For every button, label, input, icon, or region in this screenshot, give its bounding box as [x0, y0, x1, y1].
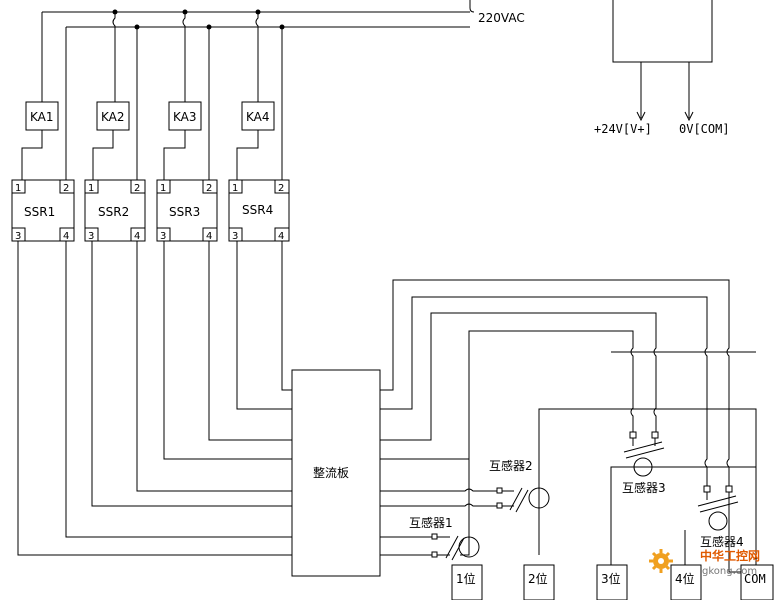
watermark: 中华工控网 gkong.com: [649, 548, 760, 577]
transformer-label: 互感器2: [489, 458, 533, 473]
rectifier-board: 整流板: [291, 369, 381, 577]
ssr-pin: 2: [63, 183, 69, 194]
watermark-domain: gkong.com: [702, 566, 757, 577]
dc-com-label: 0V[COM]: [679, 122, 730, 136]
ssr4: 1 2 3 4 SSR4: [228, 179, 290, 242]
relay-ka3: KA3: [163, 12, 202, 180]
ssr-pin: 1: [160, 183, 166, 194]
ssr-pin: 1: [232, 183, 238, 194]
terminal-label: 4位: [675, 571, 695, 586]
ssr-pin: 4: [206, 231, 212, 242]
ssr-pin: 2: [278, 183, 284, 194]
relay-label: KA4: [246, 110, 270, 124]
ssr-pin: 3: [232, 231, 238, 242]
relay-ka1: KA1: [21, 12, 59, 180]
rectifier-label: 整流板: [313, 465, 349, 480]
terminal-label: 1位: [456, 571, 476, 586]
ssr-pin: 1: [88, 183, 94, 194]
ssr2: 1 2 3 4 SSR2: [84, 179, 146, 242]
ssr-label: SSR3: [169, 205, 200, 219]
transformer-1: 互感器1: [409, 515, 480, 576]
transformer-label: 互感器3: [622, 480, 666, 495]
ssr-label: SSR1: [24, 205, 55, 219]
ssr1: 1 2 3 4 SSR1: [11, 179, 75, 242]
rectifier-output-wires: [380, 279, 757, 573]
ssr-label: SSR2: [98, 205, 129, 219]
ssr-pin: 3: [15, 231, 21, 242]
watermark-site: 中华工控网: [700, 548, 760, 563]
output-terminals: 1位 2位 3位 4位 COM: [451, 564, 774, 600]
ssr-pin: 2: [206, 183, 212, 194]
transformer-label: 互感器1: [409, 515, 453, 530]
ssr-pin: 3: [88, 231, 94, 242]
relay-label: KA2: [101, 110, 125, 124]
ac-voltage-label: 220VAC: [478, 11, 525, 25]
ssr-label: SSR4: [242, 203, 273, 217]
relay-label: KA1: [30, 110, 54, 124]
relay-ka4: KA4: [236, 12, 275, 180]
dc-plus-label: +24V[V+]: [594, 122, 652, 136]
transformer-3: 互感器3: [622, 431, 666, 495]
ssr-pin: 2: [134, 183, 140, 194]
terminal-label: 3位: [601, 571, 621, 586]
gear-logo-icon: [649, 549, 673, 573]
ssr-output-wires: [17, 241, 292, 556]
ac-supply-rails: 220VAC: [42, 0, 525, 30]
ssr3: 1 2 3 4 SSR3: [156, 179, 218, 242]
ssr-pin: 4: [134, 231, 140, 242]
ssr-pin: 4: [278, 231, 284, 242]
ssr-pin: 4: [63, 231, 69, 242]
relay-label: KA3: [173, 110, 197, 124]
relay-ka2: KA2: [92, 12, 130, 180]
ssr-pin: 3: [160, 231, 166, 242]
terminal-label: COM: [744, 572, 766, 586]
terminal-label: 2位: [528, 571, 548, 586]
dc-power-supply: +24V[V+] 0V[COM]: [594, 0, 730, 136]
ssr-pin: 1: [15, 183, 21, 194]
transformer-4: 互感器4: [684, 485, 744, 565]
transformer-label: 互感器4: [700, 534, 744, 549]
transformer-2: 互感器2: [489, 458, 550, 513]
